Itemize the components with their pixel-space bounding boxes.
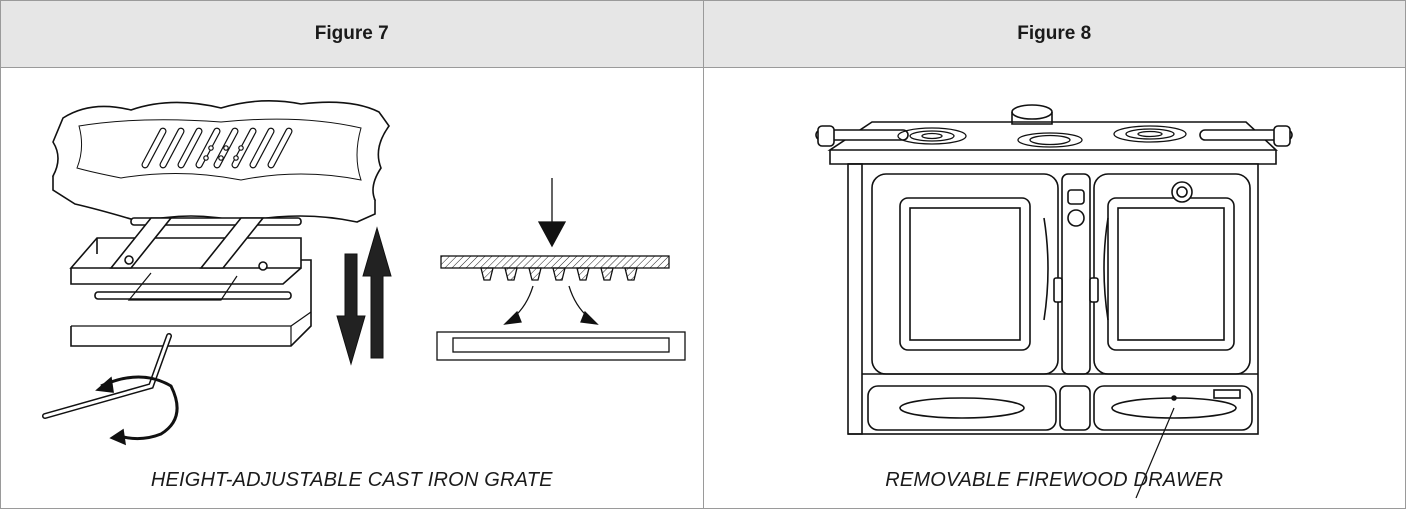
left-oven-door [870, 173, 1059, 375]
lifting-frame [69, 217, 312, 347]
stove-illustration [814, 104, 1293, 499]
figure-7-title: Figure 7 [0, 0, 704, 68]
figure-8-cell: REMOVABLE FIREWOOD DRAWER [702, 67, 1406, 509]
firewood-drawer-right [1092, 385, 1253, 431]
hob-rings [896, 125, 1187, 148]
callout-leader [1134, 407, 1175, 499]
figure-8-caption: REMOVABLE FIREWOOD DRAWER [885, 469, 1224, 491]
figure-7-caption: HEIGHT-ADJUSTABLE CAST IRON GRATE [150, 469, 553, 491]
figure-8-title: Figure 8 [702, 0, 1406, 68]
figure-7-cell: HEIGHT-ADJUSTABLE CAST IRON GRATE [0, 67, 704, 509]
up-down-arrows [336, 226, 392, 366]
grate-illustration [42, 100, 686, 446]
crank-handle [42, 333, 179, 446]
grate-section-view [436, 178, 686, 361]
right-oven-door [1092, 173, 1251, 375]
flue-collar [1010, 104, 1053, 120]
firewood-drawer-left [866, 385, 1057, 431]
grate-slots [141, 127, 293, 169]
right-rail [1198, 129, 1293, 141]
left-rail [814, 129, 909, 141]
air-control-knob [1066, 209, 1085, 227]
